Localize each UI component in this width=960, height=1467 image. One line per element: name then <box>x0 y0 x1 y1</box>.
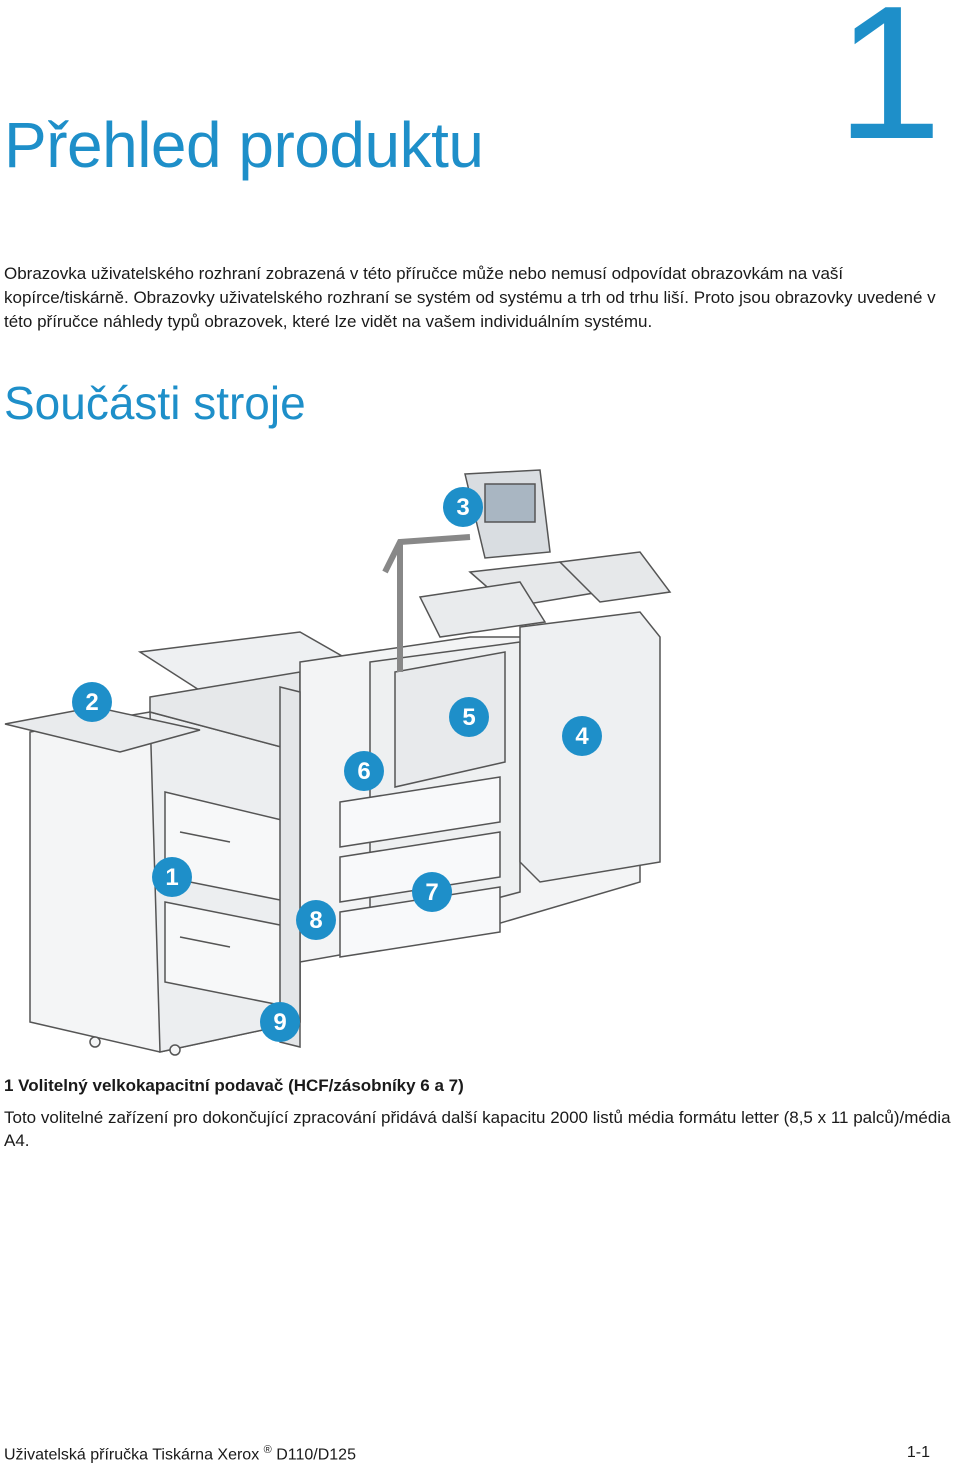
footer-title-prefix: Uživatelská příručka Tiskárna Xerox <box>4 1446 260 1464</box>
callout-2 <box>72 682 112 722</box>
item-1-description: Toto volitelné zařízení pro dokončující … <box>4 1108 951 1150</box>
registered-mark: ® <box>263 1444 272 1456</box>
callout-7 <box>412 872 452 912</box>
machine-drawing: 1 2 3 4 5 6 7 8 9 <box>4 469 672 1056</box>
callout-6 <box>344 751 384 791</box>
callout-4 <box>562 716 602 756</box>
page-footer: Uživatelská příručka Tiskárna Xerox ® D1… <box>4 1444 930 1464</box>
callout-8-label: 8 <box>309 907 322 934</box>
callout-1-label: 1 <box>165 864 178 891</box>
bypass-tray <box>4 706 201 753</box>
callout-2-label: 2 <box>85 689 98 716</box>
page-title: Přehled produktu <box>4 109 484 181</box>
callout-9-label: 9 <box>273 1009 286 1036</box>
callout-3-label: 3 <box>456 494 469 521</box>
chapter-number: 1 <box>836 0 942 179</box>
document-feeder <box>418 581 547 638</box>
intro-paragraph: Obrazovka uživatelského rozhraní zobraze… <box>4 264 936 331</box>
callout-7-label: 7 <box>425 879 438 906</box>
footer-title: Uživatelská příručka Tiskárna Xerox ® D1… <box>4 1444 356 1464</box>
footer-title-suffix: D110/D125 <box>271 1446 356 1464</box>
callout-1 <box>152 857 192 897</box>
callout-3 <box>443 487 483 527</box>
callout-6-label: 6 <box>357 758 370 785</box>
callout-4-label: 4 <box>575 723 589 750</box>
callout-5 <box>449 697 489 737</box>
callout-8 <box>296 900 336 940</box>
callout-5-label: 5 <box>462 704 475 731</box>
machine-illustration: 1 2 3 4 5 6 7 8 9 <box>0 462 960 1062</box>
page-number: 1-1 <box>906 1444 930 1461</box>
item-1-heading: 1 Volitelný velkokapacitní podavač (HCF/… <box>4 1076 464 1095</box>
section-title: Součásti stroje <box>4 377 306 429</box>
callout-9 <box>260 1002 300 1042</box>
